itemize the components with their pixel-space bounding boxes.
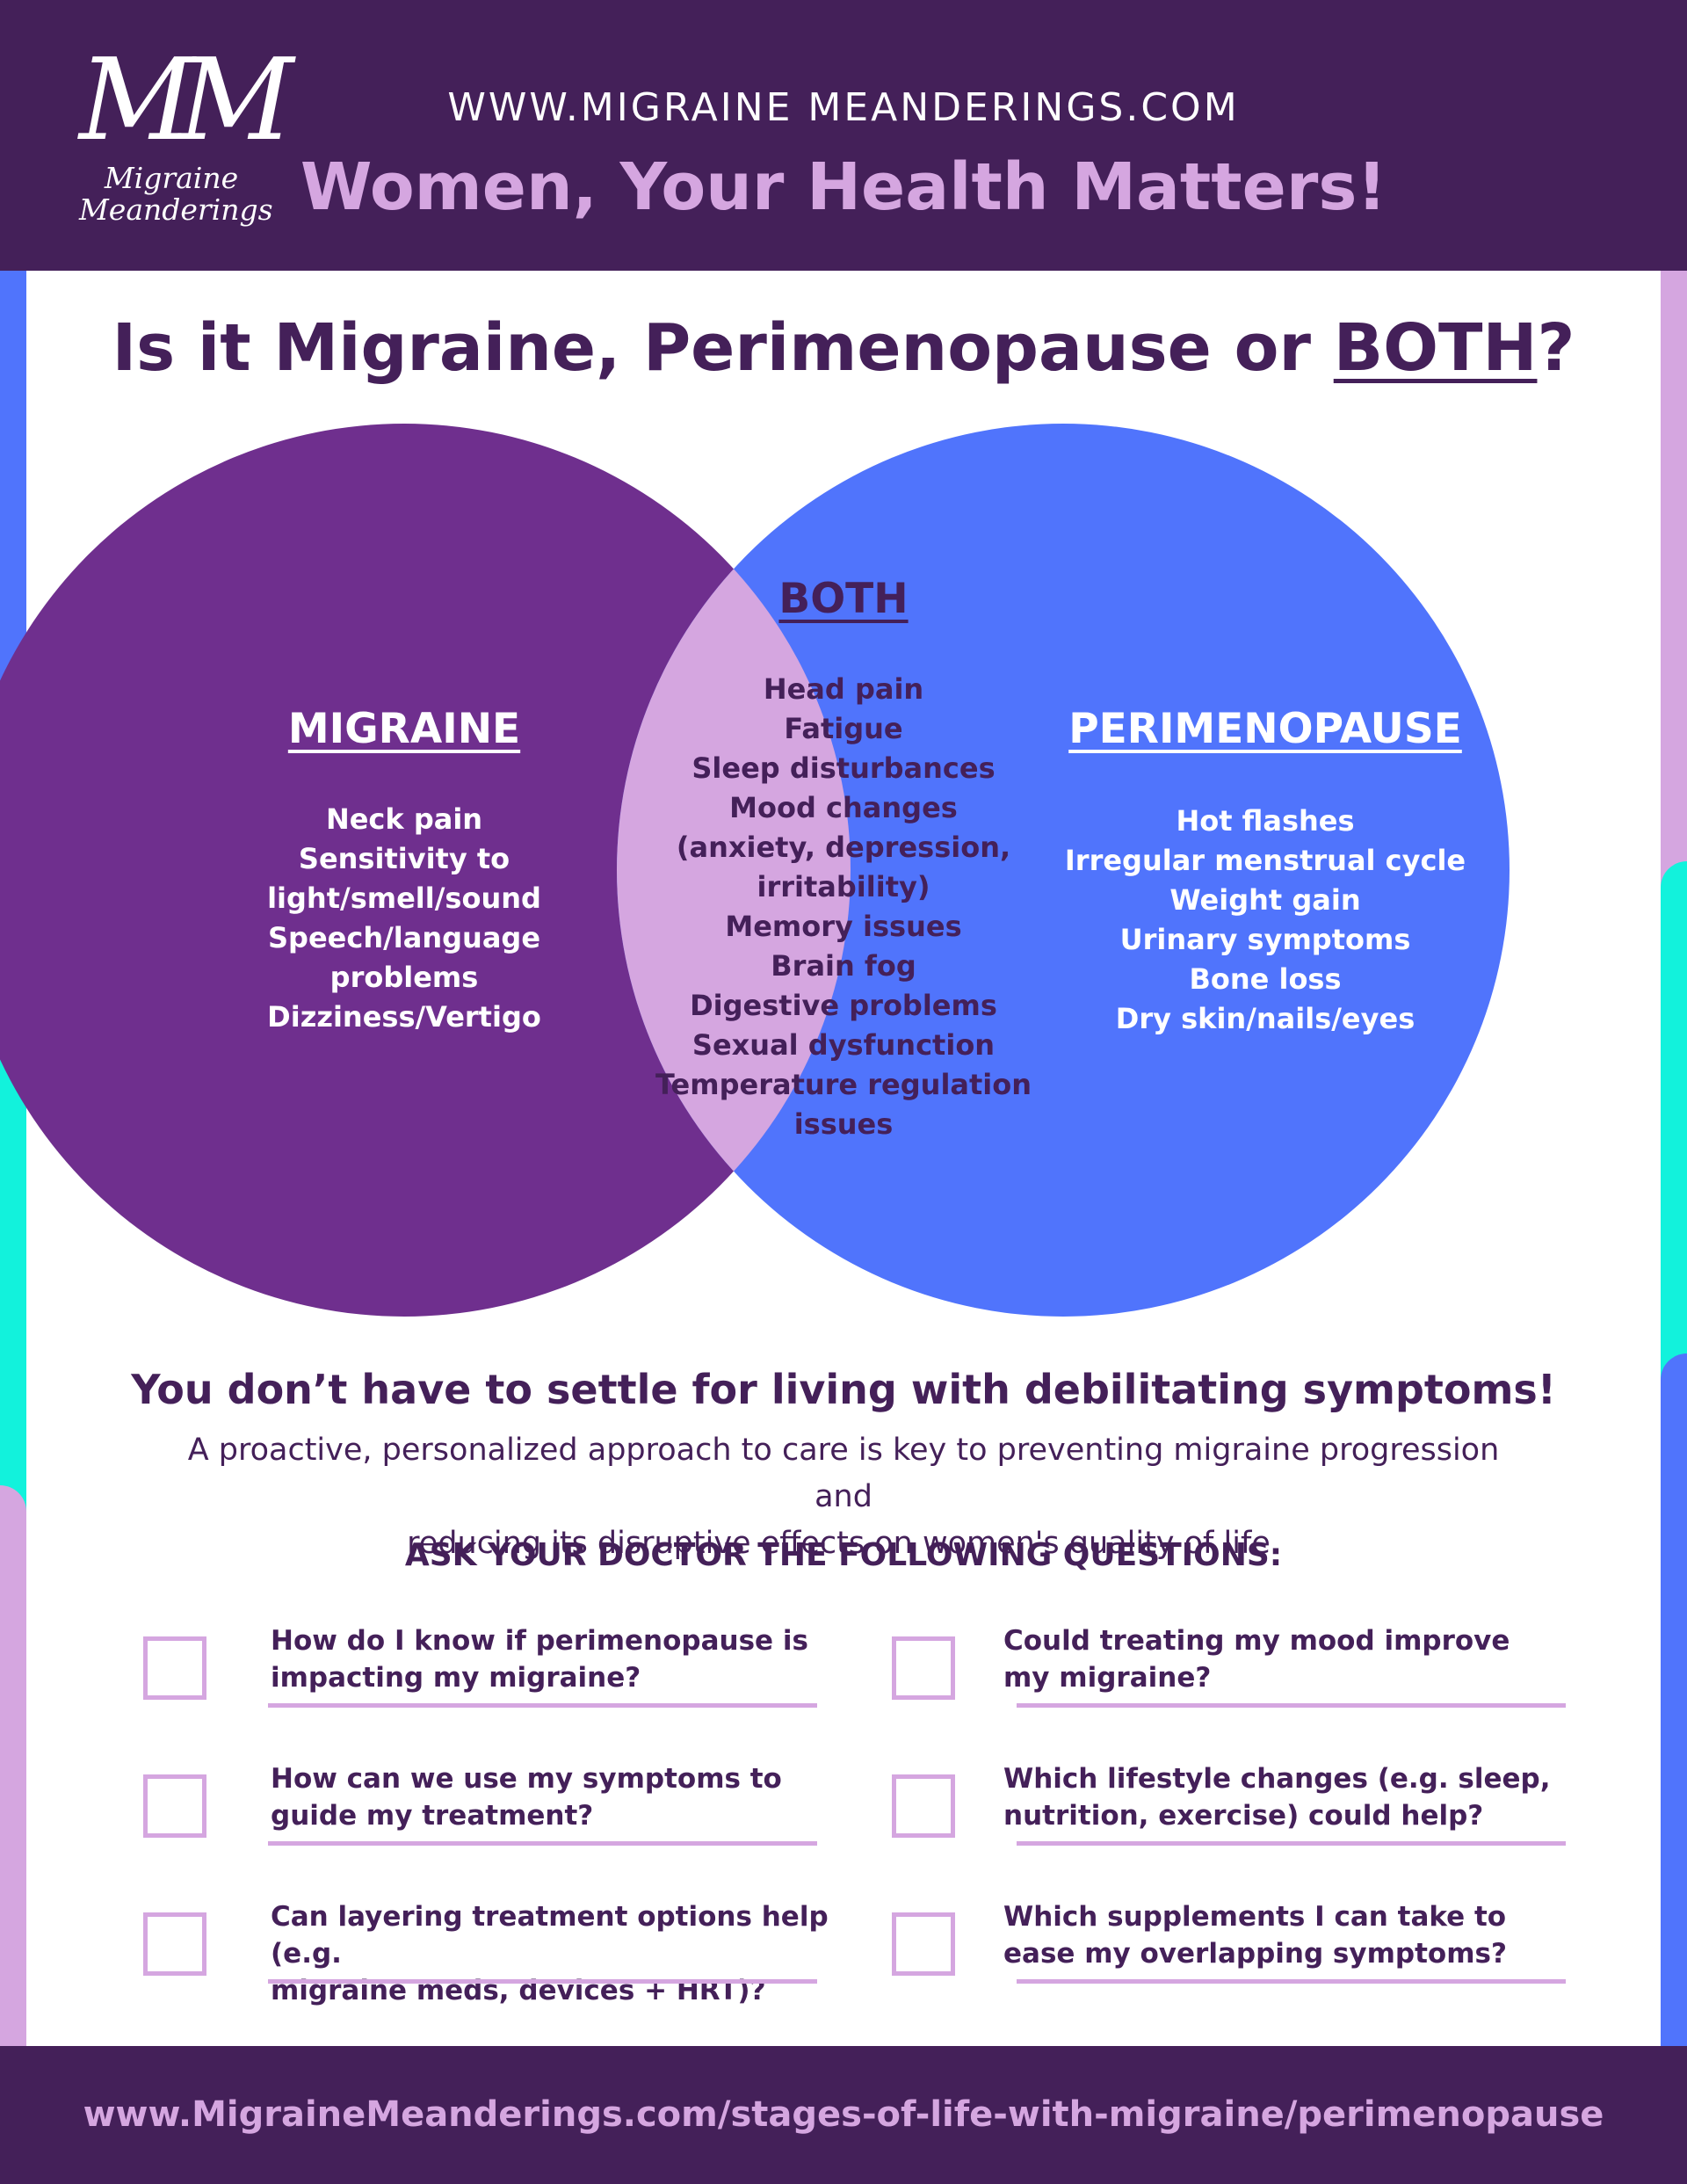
question-underline — [268, 1979, 817, 1984]
list-item: Mood changes — [729, 791, 958, 824]
logo-initials: MM — [79, 35, 293, 166]
question-text: Can layering treatment options help (e.g… — [271, 1901, 829, 2006]
question-checkbox[interactable] — [143, 1636, 206, 1700]
question-underline — [1017, 1979, 1566, 1984]
question-text: Which lifestyle changes (e.g. sleep,nutr… — [1003, 1763, 1551, 1832]
list-item: light/smell/sound — [267, 882, 541, 915]
list-item: Irregular menstrual cycle — [1064, 844, 1466, 877]
list-item: problems — [329, 961, 479, 994]
tagline: Women, Your Health Matters! — [300, 149, 1387, 225]
list-item: Temperature regulation — [655, 1068, 1032, 1101]
migraine-circle — [0, 424, 851, 1317]
question-checkbox[interactable] — [143, 1912, 206, 1976]
list-item: Brain fog — [771, 949, 916, 983]
list-item: Dry skin/nails/eyes — [1115, 1002, 1415, 1035]
question-checkbox[interactable] — [892, 1912, 955, 1976]
list-item: Head pain — [763, 672, 924, 706]
list-item: Sleep disturbances — [691, 751, 996, 785]
list-item: Dizziness/Vertigo — [267, 1000, 541, 1034]
question-item: Can layering treatment options help (e.g… — [143, 1898, 837, 2006]
list-item: Sensitivity to — [298, 842, 510, 875]
left-strip-lavender — [0, 1485, 26, 2048]
question-item: Which lifestyle changes (e.g. sleep,nutr… — [892, 1760, 1586, 1857]
list-item: Fatigue — [784, 712, 903, 745]
list-item: issues — [793, 1107, 894, 1141]
right-strip-lavender — [1661, 271, 1687, 974]
logo-text-line1: Migraine — [104, 161, 239, 195]
migraine-meanderings-logo: MM Migraine Meanderings — [79, 35, 293, 233]
main-question-heading: Is it Migraine, Perimenopause or BOTH? — [112, 310, 1575, 386]
question-checkbox[interactable] — [892, 1774, 955, 1838]
question-underline — [268, 1841, 817, 1846]
perimenopause-title: PERIMENOPAUSE — [1068, 705, 1462, 753]
migraine-title: MIGRAINE — [287, 705, 521, 753]
list-item: Memory issues — [725, 910, 962, 943]
both-title: BOTH — [778, 575, 909, 623]
right-strip-cyan — [1661, 861, 1687, 1406]
list-item: Urinary symptoms — [1119, 923, 1411, 956]
list-item: Neck pain — [325, 802, 483, 836]
perimenopause-symptoms-list: Hot flashes Irregular menstrual cycle We… — [1037, 802, 1494, 1039]
question-underline — [268, 1703, 817, 1708]
right-strip-blue — [1661, 1353, 1687, 2046]
footer-link[interactable]: www.MigraineMeanderings.com/stages-of-li… — [83, 2094, 1604, 2135]
question-checkbox[interactable] — [143, 1774, 206, 1838]
list-item: Speech/language — [267, 921, 541, 954]
both-symptoms-list: Head pain Fatigue Sleep disturbances Moo… — [633, 670, 1054, 1144]
site-url[interactable]: WWW.MIGRAINE MEANDERINGS.COM — [447, 85, 1240, 130]
list-item: Bone loss — [1189, 962, 1342, 996]
list-item: irritability) — [757, 870, 930, 903]
question-checkbox[interactable] — [892, 1636, 955, 1700]
footer-banner: www.MigraineMeanderings.com/stages-of-li… — [0, 2046, 1687, 2184]
question-underline — [1017, 1703, 1566, 1708]
migraine-symptoms-list: Neck pain Sensitivity to light/smell/sou… — [141, 800, 668, 1037]
both-emphasis: BOTH — [1333, 310, 1538, 386]
venn-diagram — [0, 424, 1510, 1317]
list-item: (anxiety, depression, — [676, 831, 1011, 864]
settle-heading: You don’t have to settle for living with… — [131, 1366, 1556, 1413]
approach-paragraph: A proactive, personalized approach to ca… — [187, 1433, 1500, 1561]
list-item: Hot flashes — [1176, 804, 1355, 838]
list-item: Digestive problems — [690, 989, 997, 1022]
perimenopause-circle — [617, 424, 1510, 1317]
logo-text-line2: Meanderings — [79, 192, 273, 227]
list-item: Weight gain — [1169, 883, 1361, 917]
list-item: Sexual dysfunction — [691, 1028, 996, 1062]
ask-doctor-heading: ASK YOUR DOCTOR THE FOLLOWING QUESTIONS: — [404, 1537, 1283, 1573]
header-banner: MM Migraine Meanderings WWW.MIGRAINE MEA… — [0, 0, 1687, 271]
question-underline — [1017, 1841, 1566, 1846]
